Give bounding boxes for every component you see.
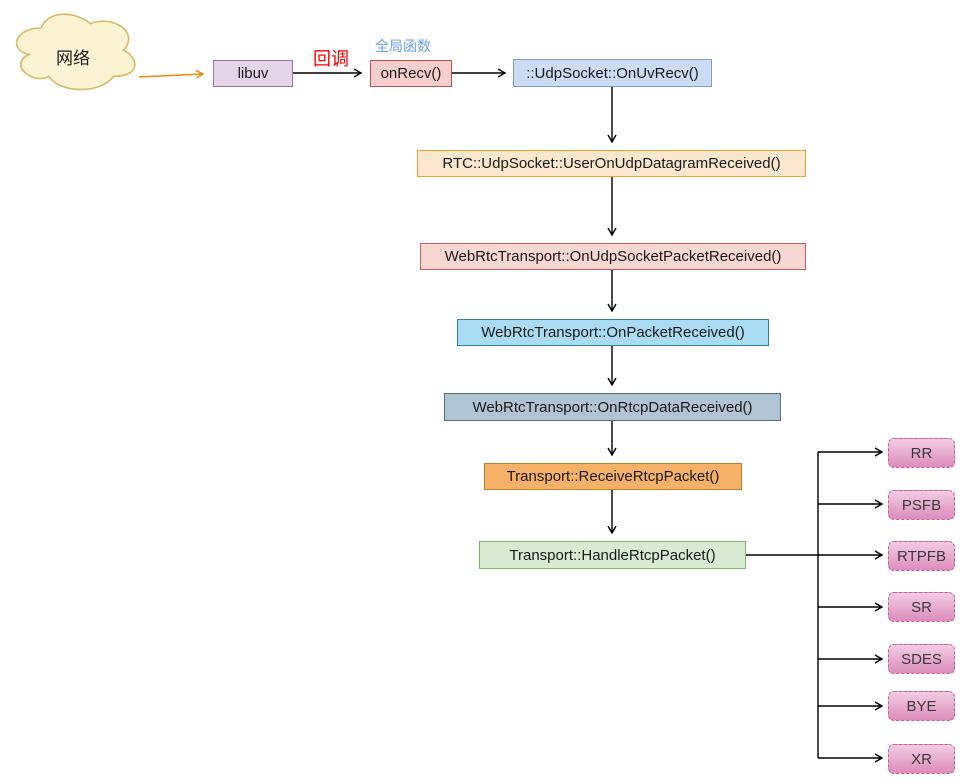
node-on-packet-received: WebRtcTransport::OnPacketReceived(): [457, 319, 769, 346]
network-cloud-label: 网络: [56, 49, 90, 68]
node-on-udp-socket-packet-received: WebRtcTransport::OnUdpSocketPacketReceiv…: [420, 243, 806, 270]
rtcp-type-psfb: PSFB: [888, 490, 955, 520]
rtcp-type-rr: RR: [888, 438, 955, 468]
node-on-rtcp-data-received: WebRtcTransport::OnRtcpDataReceived(): [444, 393, 781, 421]
node-user-on-udp-datagram-received: RTC::UdpSocket::UserOnUdpDatagramReceive…: [417, 150, 806, 177]
rtcp-type-xr: XR: [888, 744, 955, 774]
rtcp-type-sdes: SDES: [888, 644, 955, 674]
network-cloud-shape: [15, 13, 136, 91]
rtcp-type-rtpfb: RTPFB: [888, 541, 955, 571]
node-libuv: libuv: [213, 60, 293, 87]
edge-label-global-function: 全局函数: [375, 38, 431, 54]
node-handle-rtcp-packet: Transport::HandleRtcpPacket(): [479, 541, 746, 569]
node-receive-rtcp-packet: Transport::ReceiveRtcpPacket(): [484, 463, 742, 490]
node-onrecv: onRecv(): [370, 60, 452, 87]
edge-label-callback: 回调: [313, 49, 349, 69]
edge-cloud-to-libuv: [138, 69, 205, 79]
rtcp-type-bye: BYE: [888, 691, 955, 721]
node-udpsocket-onuvrecv: ::UdpSocket::OnUvRecv(): [513, 59, 712, 87]
rtcp-type-sr: SR: [888, 592, 955, 622]
